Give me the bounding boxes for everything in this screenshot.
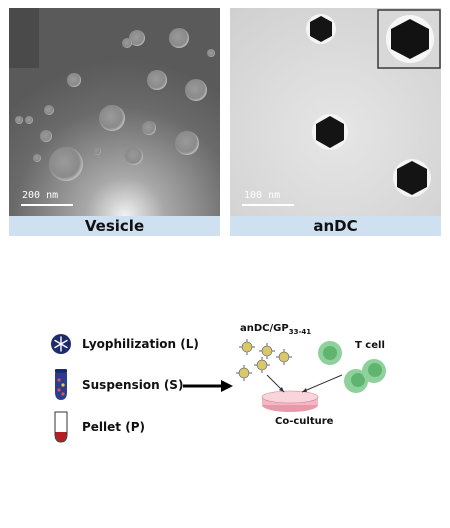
snowflake-icon [51, 334, 71, 354]
arrow-right-icon [183, 380, 233, 392]
panel-caption: Vesicle [9, 216, 220, 236]
scale-bar [21, 204, 73, 206]
vesicle-micrograph-panel: 200 nm Vesicle [9, 8, 220, 236]
panel-caption: anDC [230, 216, 441, 236]
co-culture-schematic: Lyophilization (L) Suspension (S) Pellet… [0, 300, 450, 460]
legend-label: Lyophilization (L) [82, 337, 199, 351]
t-cell-icon [318, 341, 386, 393]
scale-bar [242, 204, 294, 206]
t-cell-label: T cell [355, 340, 385, 351]
pellet-tube-icon [54, 411, 68, 443]
scale-label: 200 nm [22, 190, 59, 201]
co-culture-illustration [236, 339, 386, 412]
andc-particle-icon [236, 339, 292, 381]
culture-dish-icon [261, 390, 319, 412]
scale-label: 100 nm [244, 190, 281, 201]
vesicle-tem-image: 200 nm [9, 8, 220, 216]
legend-item-suspension: Suspension (S) [50, 368, 183, 402]
legend-label: Pellet (P) [82, 420, 145, 434]
legend-item-pellet: Pellet (P) [50, 410, 145, 444]
andc-micrograph-panel: 100 nm anDC [230, 8, 441, 236]
legend-label: Suspension (S) [82, 378, 184, 392]
suspension-tube-icon [55, 369, 67, 400]
dish-label: Co-culture [275, 416, 334, 427]
particle-label: anDC/GP33-41 [240, 323, 312, 336]
andc-tem-image: 100 nm [230, 8, 441, 216]
legend-item-lyophilization: Lyophilization (L) [50, 333, 199, 355]
